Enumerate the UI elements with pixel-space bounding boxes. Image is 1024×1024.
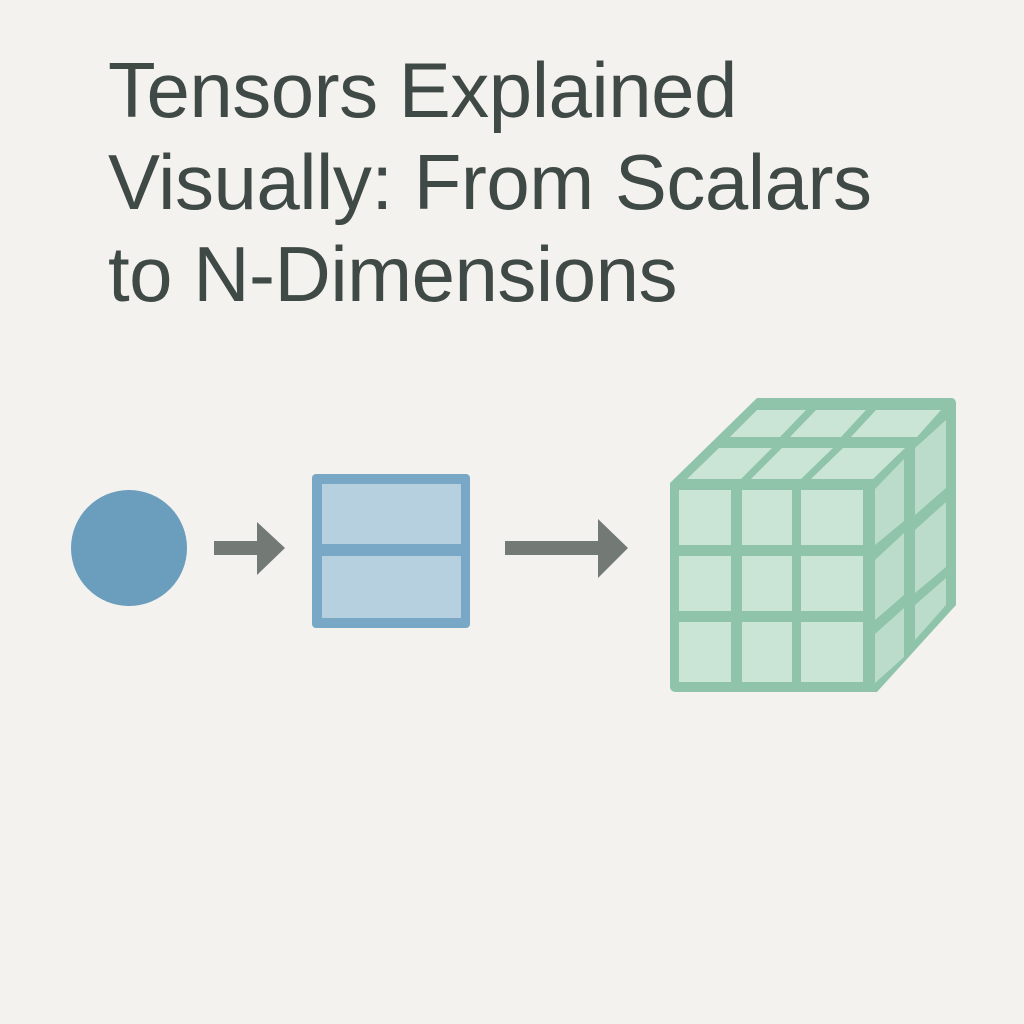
arrow-right-icon — [214, 522, 285, 575]
scalar-circle — [71, 490, 187, 606]
cube-side-face — [875, 420, 946, 683]
page-title: Tensors Explained Visually: From Scalars… — [108, 44, 968, 320]
arrow-right-icon — [505, 519, 628, 578]
title-line-2: Visually: From Scalars — [108, 138, 872, 226]
vector-cell-2 — [322, 556, 461, 618]
title-line-1: Tensors Explained — [108, 46, 737, 134]
cube-front-face — [679, 490, 863, 682]
vector-box — [312, 474, 470, 628]
tensor-cube — [670, 398, 956, 692]
title-line-3: to N-Dimensions — [108, 230, 678, 318]
cube-top-face — [687, 410, 941, 479]
vector-cell-1 — [322, 484, 461, 544]
